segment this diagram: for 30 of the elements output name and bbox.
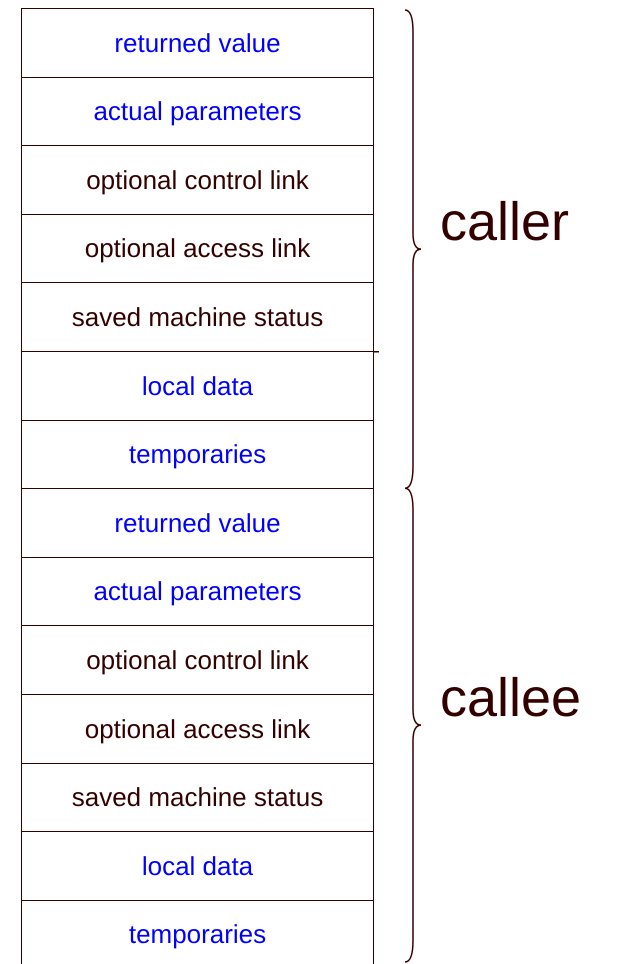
stack-cell — [21, 420, 374, 490]
stack-cell — [21, 900, 374, 964]
cell-label: returned value — [114, 28, 281, 59]
stack-cell — [21, 351, 374, 422]
cell-label: saved machine status — [72, 302, 324, 333]
stack-cell — [21, 488, 374, 558]
stack-cell — [21, 831, 374, 902]
cell-label: optional control link — [86, 164, 309, 196]
cell-label: actual parameters — [93, 576, 302, 608]
stack-cell — [21, 625, 374, 696]
cell-label: local data — [142, 850, 254, 882]
brace-label: caller — [440, 195, 570, 250]
cell-label: actual parameters — [93, 96, 302, 128]
stack-cell — [21, 762, 374, 833]
cell-label: returned value — [114, 508, 281, 539]
stack-cell — [21, 145, 374, 216]
stack-cell — [21, 282, 374, 352]
stack-cell — [21, 76, 374, 147]
cell-label: local data — [142, 370, 254, 402]
cell-label: temporaries — [128, 439, 266, 470]
cell-label: optional access link — [84, 233, 310, 264]
stack-cell — [21, 8, 374, 78]
brace-label: callee — [440, 671, 582, 726]
cell-label: saved machine status — [72, 782, 324, 814]
cell-label: temporaries — [128, 919, 266, 950]
cell-label: optional access link — [84, 714, 310, 745]
stack-cell — [21, 694, 374, 764]
cell-label: optional control link — [86, 644, 309, 676]
stack-cell — [21, 556, 374, 627]
stack-cell — [21, 214, 374, 284]
